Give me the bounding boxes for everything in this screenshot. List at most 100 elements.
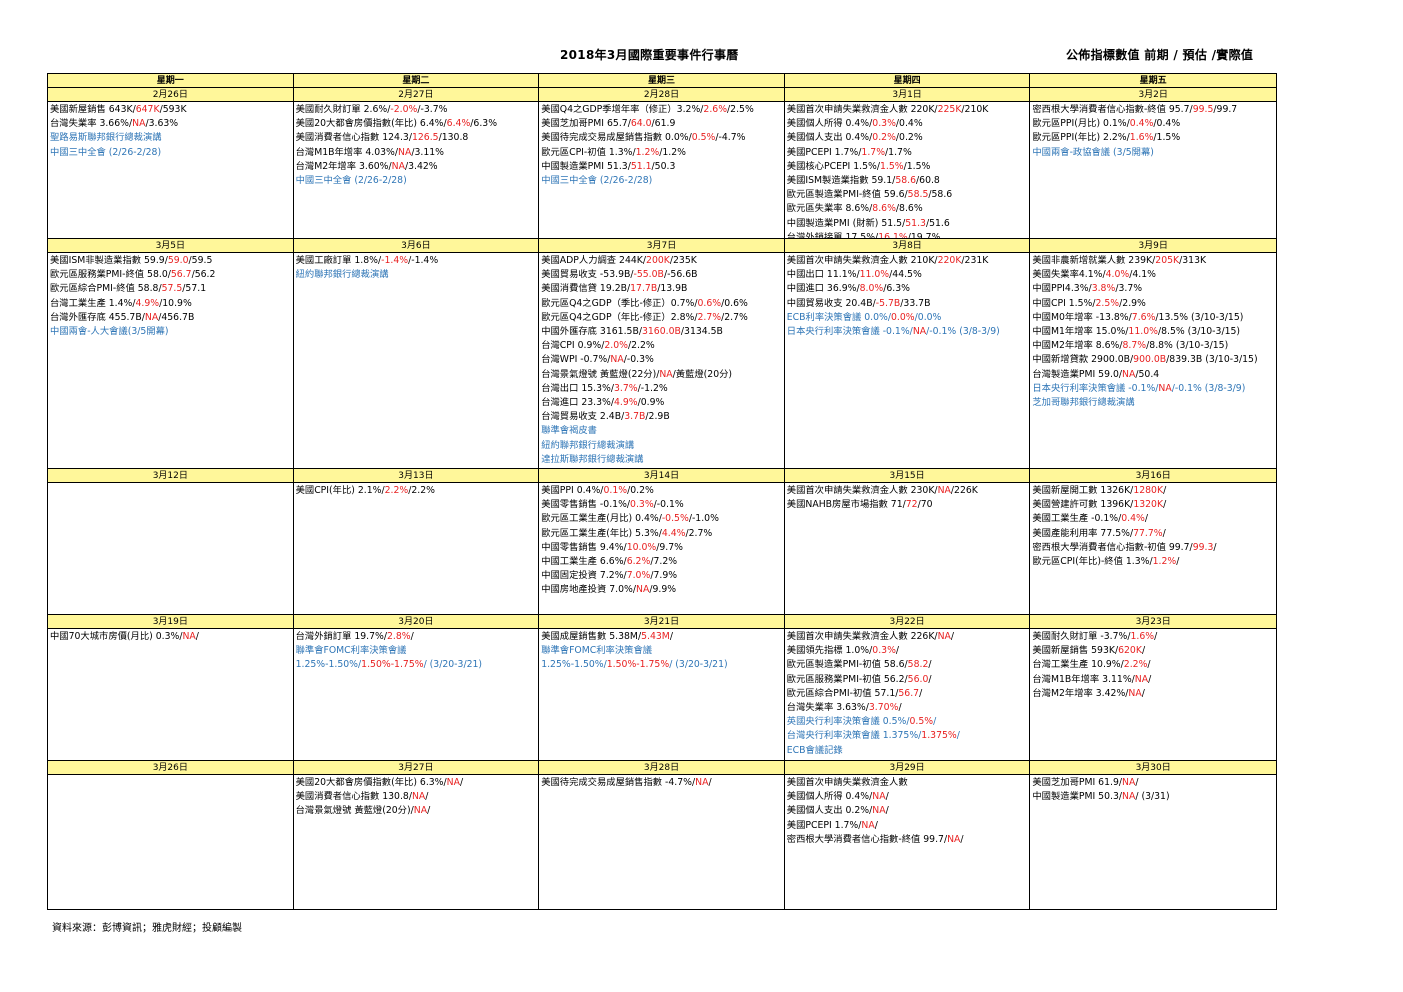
event-item: 達拉斯聯邦銀行總裁演講 — [541, 453, 782, 467]
date-label: 2月27日 — [293, 88, 540, 102]
forecast-value: NA — [398, 146, 412, 158]
event-text: 歐元區失業率 8.6%/ — [786, 203, 873, 215]
event-text: 歐元區PPI(年比) 2.2%/ — [1032, 132, 1130, 144]
forecast-value: 0.0% — [891, 311, 915, 323]
event-text: 中國三中全會 (2/26-2/28) — [50, 146, 162, 158]
event-item: 中國製造業PMI 50.3/NA/ (3/31) — [1032, 790, 1274, 804]
forecast-value: NA — [872, 791, 886, 803]
event-text: /-0.1% (3/8-3/9) — [926, 326, 1000, 338]
event-text: 美國PCEPI 1.7%/ — [786, 819, 862, 831]
event-text: 中國70大城市房價(月比) 0.3%/ — [50, 631, 183, 642]
event-text: 中國新增貸款 2900.0B/ — [1032, 354, 1134, 366]
event-item: 中國M2年增率 8.6%/8.7%/8.8% (3/10-3/15) — [1032, 339, 1274, 353]
event-item: 中國CPI 1.5%/2.5%/2.9% — [1032, 297, 1274, 311]
day-cell: 美國CPI(年比) 2.1%/2.2%/2.2% — [294, 483, 540, 614]
event-text: 台灣央行利率決策會議 1.375%/ — [786, 730, 922, 742]
forecast-value: -0.5% — [661, 513, 689, 525]
event-text: 日本央行利率決策會議 -0.1%/ — [1032, 382, 1159, 394]
event-item: 中國新增貸款 2900.0B/900.0B/839.3B (3/10-3/15) — [1032, 353, 1274, 367]
event-item: 歐元區服務業PMI-終值 58.0/56.7/56.2 — [50, 268, 291, 282]
forecast-value: 620K — [1118, 645, 1142, 657]
events-row: 美國20大都會房價指數(年比) 6.3%/NA/美國消費者信心指數 130.8/… — [48, 775, 1276, 909]
event-text: /3.11% — [411, 146, 445, 158]
event-text: /13.9B — [657, 283, 688, 295]
event-item: 台灣製造業PMI 59.0/NA/50.4 — [1032, 368, 1274, 382]
event-text: 美國待完成交易成屋銷售指數 -4.7%/ — [541, 777, 696, 788]
event-item: 美國待完成交易成屋銷售指數 0.0%/0.5%/-4.7% — [541, 131, 782, 145]
event-text: / (3/20-3/21) — [423, 659, 483, 671]
event-item: 美國ADP人力調查 244K/200K/235K — [541, 254, 782, 268]
event-item: 芝加哥聯邦銀行總裁演講 — [1032, 396, 1274, 410]
event-item: 歐元區失業率 8.6%/8.6%/8.6% — [787, 202, 1028, 216]
event-item: 台灣M1B年增率 3.11%/NA/ — [1032, 673, 1274, 687]
event-item: 美國個人支出 0.2%/NA/ — [787, 804, 1028, 818]
event-text: / — [1148, 673, 1152, 685]
event-text: / — [1213, 541, 1217, 553]
event-item: 台灣M2年增率 3.42%/NA/ — [1032, 687, 1274, 701]
forecast-value: NA — [937, 485, 951, 496]
event-item: 歐元區綜合PMI-初值 57.1/56.7/ — [787, 687, 1028, 701]
event-item: 密西根大學消費者信心指數-終值 99.7/NA/ — [787, 833, 1028, 847]
weekday-header: 星期三 — [539, 74, 785, 88]
forecast-value: -1.4% — [381, 255, 409, 266]
forecast-value: 4.0% — [1105, 269, 1130, 281]
event-text: /61.9 — [651, 118, 676, 130]
event-text: 美國新屋銷售 593K/ — [1032, 645, 1119, 657]
event-text: 台灣製造業PMI 59.0/ — [1032, 368, 1123, 380]
event-item: 聯準會褐皮書 — [541, 424, 782, 438]
forecast-value: 1.2% — [1152, 556, 1177, 568]
event-text: 台灣出口 15.3%/ — [541, 382, 614, 394]
event-text: 台灣進口 23.3%/ — [541, 397, 614, 409]
event-item: 歐元區CPI(年比)-終值 1.3%/1.2%/ — [1032, 555, 1274, 569]
event-item: 台灣WPI -0.7%/NA/-0.3% — [541, 353, 782, 367]
date-label: 2月28日 — [539, 88, 785, 102]
event-text: 美國CPI(年比) 2.1%/ — [295, 485, 385, 496]
event-text: 台灣M1B年增率 3.11%/ — [1032, 673, 1135, 685]
event-text: /2.9% — [1119, 297, 1146, 309]
event-text: 美國芝加哥PMI 65.7/ — [541, 118, 631, 130]
date-label: 3月29日 — [784, 761, 1031, 775]
event-text: /210K — [961, 104, 989, 115]
event-item: 台灣央行利率決策會議 1.375%/1.375%/ — [787, 729, 1028, 743]
event-text: / — [919, 687, 923, 699]
event-text: /-56.6B — [663, 269, 698, 281]
event-text: 台灣失業率 3.66%/ — [50, 118, 133, 130]
event-text: / — [1141, 645, 1146, 657]
forecast-value: NA — [446, 777, 460, 788]
event-text: /19.7% — [907, 231, 941, 238]
event-text: /8.5% (3/10-3/15) — [1157, 326, 1241, 338]
event-text: 美國營建許可數 1396K/ — [1032, 499, 1134, 511]
forecast-value: 1.50%-1.75% — [606, 659, 670, 671]
forecast-value: 6.2% — [626, 556, 651, 568]
event-text: 歐元區Q4之GDP（年比-修正）2.8%/ — [541, 311, 698, 323]
forecast-value: 59.0 — [167, 255, 189, 266]
forecast-value: 2.0% — [604, 340, 628, 352]
event-item: 中國兩會-人大會議(3/5開幕) — [50, 325, 291, 339]
forecast-value: 0.3% — [872, 645, 896, 657]
event-text: 美國個人所得 0.4%/ — [786, 118, 873, 130]
event-item: 美國貿易收支 -53.9B/-55.0B/-56.6B — [541, 268, 782, 282]
event-text: / — [1141, 687, 1145, 699]
weekday-header: 星期二 — [293, 74, 540, 88]
event-text: /3.7% — [1115, 283, 1143, 295]
event-item: 密西根大學消費者信心指數-終值 95.7/99.5/99.7 — [1032, 103, 1274, 117]
forecast-value: 77.7% — [1133, 527, 1163, 539]
event-item: 美國成屋銷售數 5.38M/5.43M/ — [541, 630, 782, 644]
forecast-value: 16.1% — [878, 231, 908, 238]
event-text: /33.7B — [900, 297, 931, 309]
event-text: 中國CPI 1.5%/ — [1032, 297, 1096, 309]
forecast-value: 4.4% — [661, 527, 686, 539]
event-text: /1.5% — [903, 160, 931, 172]
event-item: 台灣外銷接單 17.5%/16.1%/19.7% — [787, 231, 1028, 238]
event-text: / (3/31) — [1135, 791, 1170, 803]
event-text: 美國ISM非製造業指數 59.9/ — [50, 255, 168, 266]
forecast-value: 1280K — [1133, 485, 1164, 496]
forecast-value: 0.5% — [909, 716, 934, 728]
